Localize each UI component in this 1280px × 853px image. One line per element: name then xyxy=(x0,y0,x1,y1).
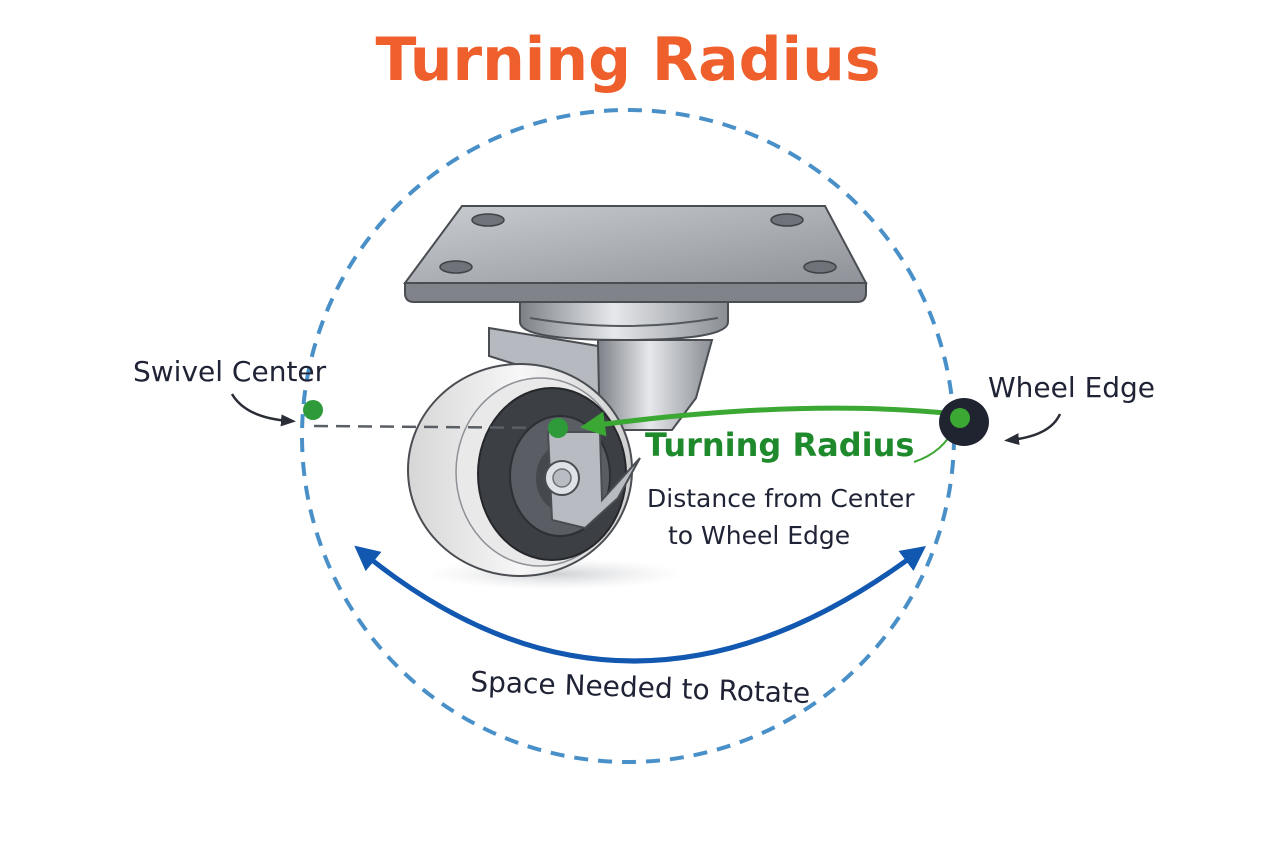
rotation-space-label: Space Needed to Rotate xyxy=(470,665,811,710)
diagram-title: Turning Radius xyxy=(375,25,880,95)
turning-radius-arrow xyxy=(580,405,956,437)
double-headed-arc-arrow-icon xyxy=(354,545,926,664)
distance-description-line-2: to Wheel Edge xyxy=(668,521,850,550)
turning-radius-label: Turning Radius xyxy=(645,426,914,464)
center-reference-line xyxy=(313,424,557,430)
swivel-center-dot-icon xyxy=(303,400,323,420)
wheel-edge-pointer-arrow xyxy=(1004,413,1062,446)
swivel-center-label: Swivel Center xyxy=(133,355,327,388)
wheel-edge-label: Wheel Edge xyxy=(988,371,1155,404)
radius-end-dot-icon xyxy=(548,418,568,438)
swivel-center-pointer-arrow xyxy=(230,393,296,427)
wheel-edge-dot-icon xyxy=(939,398,989,446)
caster-wheel-icon xyxy=(403,205,868,590)
distance-description-line-1: Distance from Center xyxy=(647,484,915,513)
